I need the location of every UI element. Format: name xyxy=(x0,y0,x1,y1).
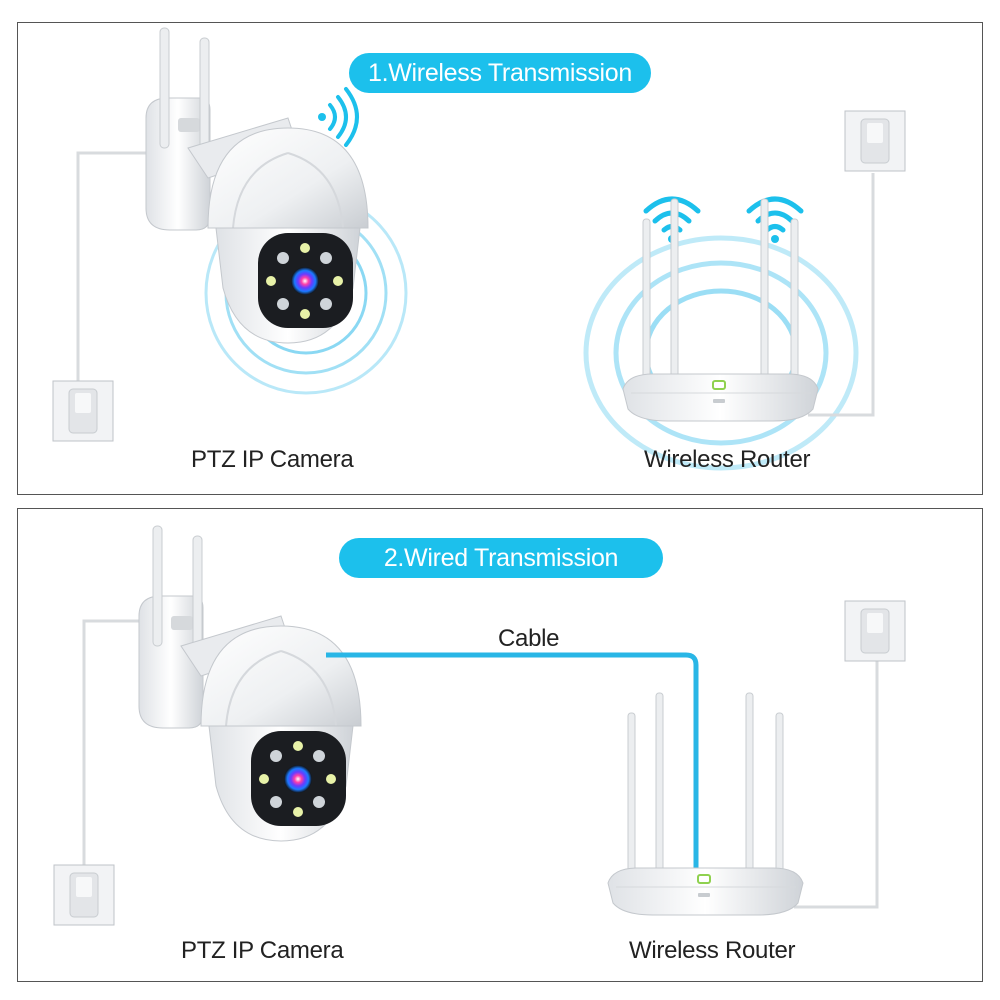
power-socket-icon xyxy=(844,600,906,662)
wireless-diagram xyxy=(52,27,906,471)
ptz-camera xyxy=(138,525,362,842)
camera-power-cable xyxy=(82,619,148,874)
camera-power-cable xyxy=(76,151,150,395)
wired-diagram xyxy=(53,525,906,926)
wifi-icon xyxy=(318,87,359,147)
wireless-transmission-panel: 1.Wireless Transmission PTZ IP Camera Wi… xyxy=(17,22,983,495)
camera-label: PTZ IP Camera xyxy=(181,937,344,964)
network-cable xyxy=(326,652,699,869)
router-label: Wireless Router xyxy=(629,937,796,964)
wireless-router xyxy=(622,198,819,422)
router-power-cable xyxy=(794,661,879,909)
section-title: 1.Wireless Transmission xyxy=(349,53,651,93)
section-title: 2.Wired Transmission xyxy=(339,538,663,578)
wired-transmission-panel: 2.Wired Transmission Cable PTZ IP Camera… xyxy=(17,508,983,982)
wireless-router xyxy=(607,692,804,916)
router-signal-waves xyxy=(583,235,859,471)
power-socket-icon xyxy=(844,110,906,172)
camera-label: PTZ IP Camera xyxy=(191,446,354,473)
router-power-cable xyxy=(808,173,875,417)
ptz-camera xyxy=(145,27,369,344)
power-socket-icon xyxy=(52,380,114,442)
cable-label: Cable xyxy=(498,625,560,652)
power-socket-icon xyxy=(53,864,115,926)
router-label: Wireless Router xyxy=(644,446,811,473)
